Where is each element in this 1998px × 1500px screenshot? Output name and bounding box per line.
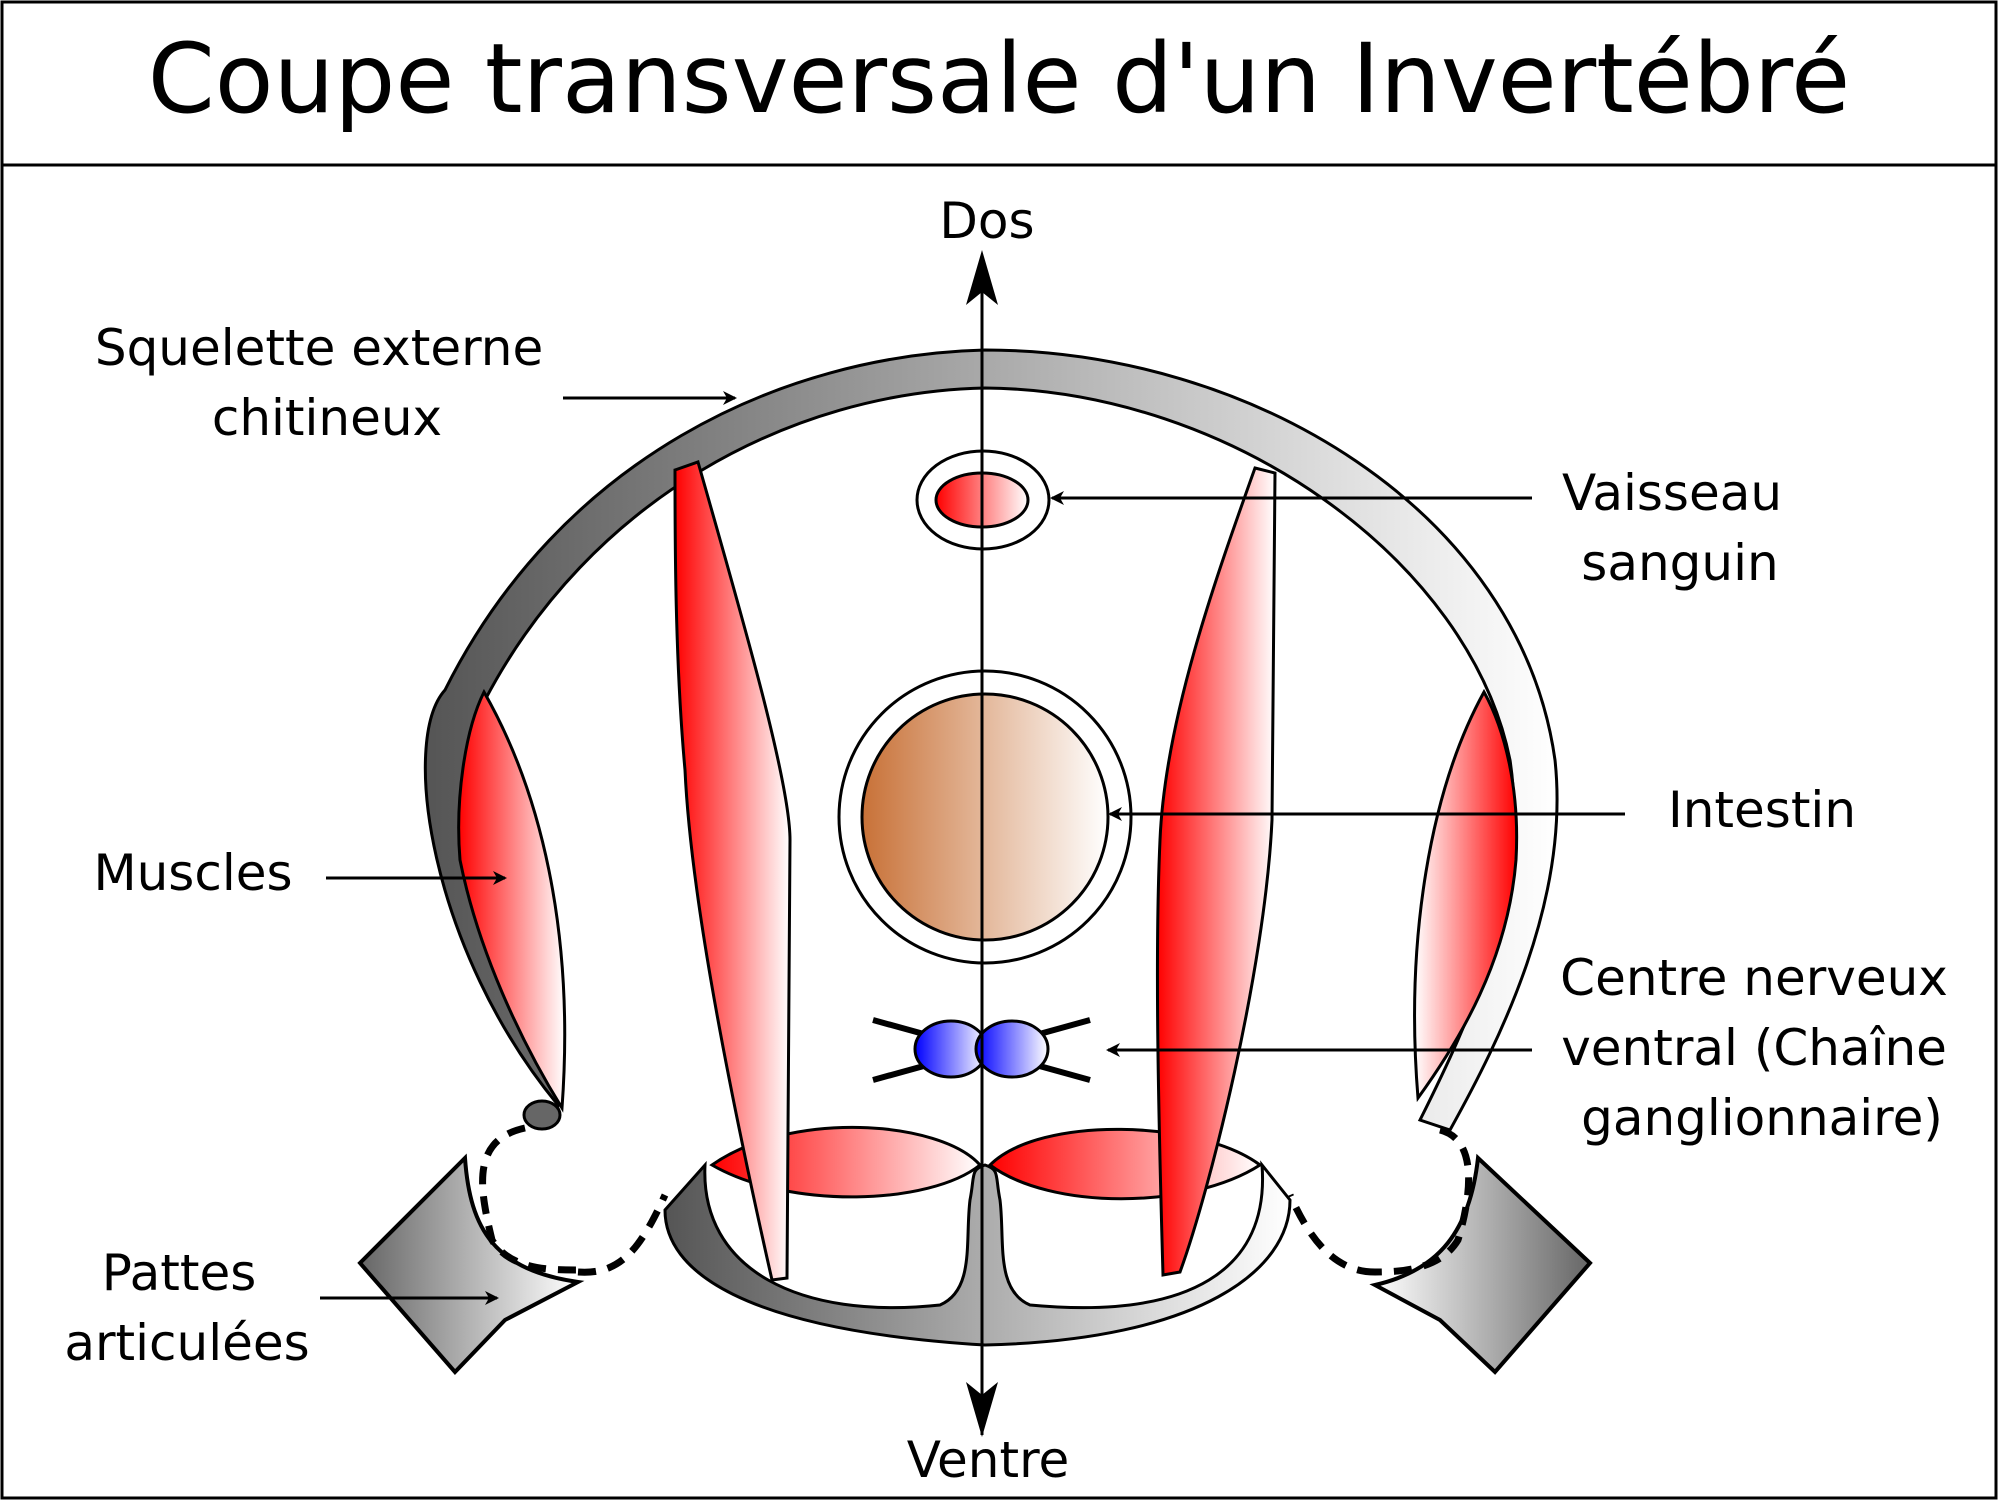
- muscle-right-inner: [1155, 466, 1277, 1277]
- ventral-plate: [663, 1160, 1292, 1347]
- muscle-right-outer: [1413, 688, 1519, 1103]
- leg-joint-left-inner: [577, 1193, 669, 1276]
- label-exoskeleton: Squelette externe chitineux: [95, 319, 559, 447]
- diagram-title: Coupe transversale d'un Invertébré: [148, 23, 1850, 135]
- label-legs: Pattes articulées: [64, 1244, 309, 1372]
- muscle-left-outer: [457, 688, 567, 1113]
- axis-label-dorsal: Dos: [939, 192, 1034, 250]
- label-intestine: Intestin: [1668, 781, 1856, 839]
- intestine: [860, 692, 1110, 942]
- label-nerve-center: Centre nerveux ventral (Chaîne ganglionn…: [1560, 949, 1964, 1147]
- axis-label-ventral: Ventre: [907, 1431, 1070, 1489]
- axis-arrow-bottom: [966, 1382, 998, 1437]
- leg-left: [357, 1153, 585, 1375]
- nerve-ganglion-right: [974, 1019, 1050, 1079]
- leg-right: [1369, 1153, 1593, 1375]
- leg-joint-right-outer: [1374, 1126, 1472, 1276]
- label-blood-vessel: Vaisseau sanguin: [1562, 464, 1798, 592]
- leg-joint-right-inner: [1286, 1193, 1376, 1276]
- exoskeleton-arc: [423, 348, 1559, 1132]
- axis-arrow-top: [966, 250, 998, 305]
- exoskeleton-left-end: [522, 1099, 562, 1131]
- muscle-left-inner: [673, 460, 792, 1282]
- label-muscles: Muscles: [93, 844, 292, 902]
- leg-joint-left-outer: [479, 1124, 579, 1274]
